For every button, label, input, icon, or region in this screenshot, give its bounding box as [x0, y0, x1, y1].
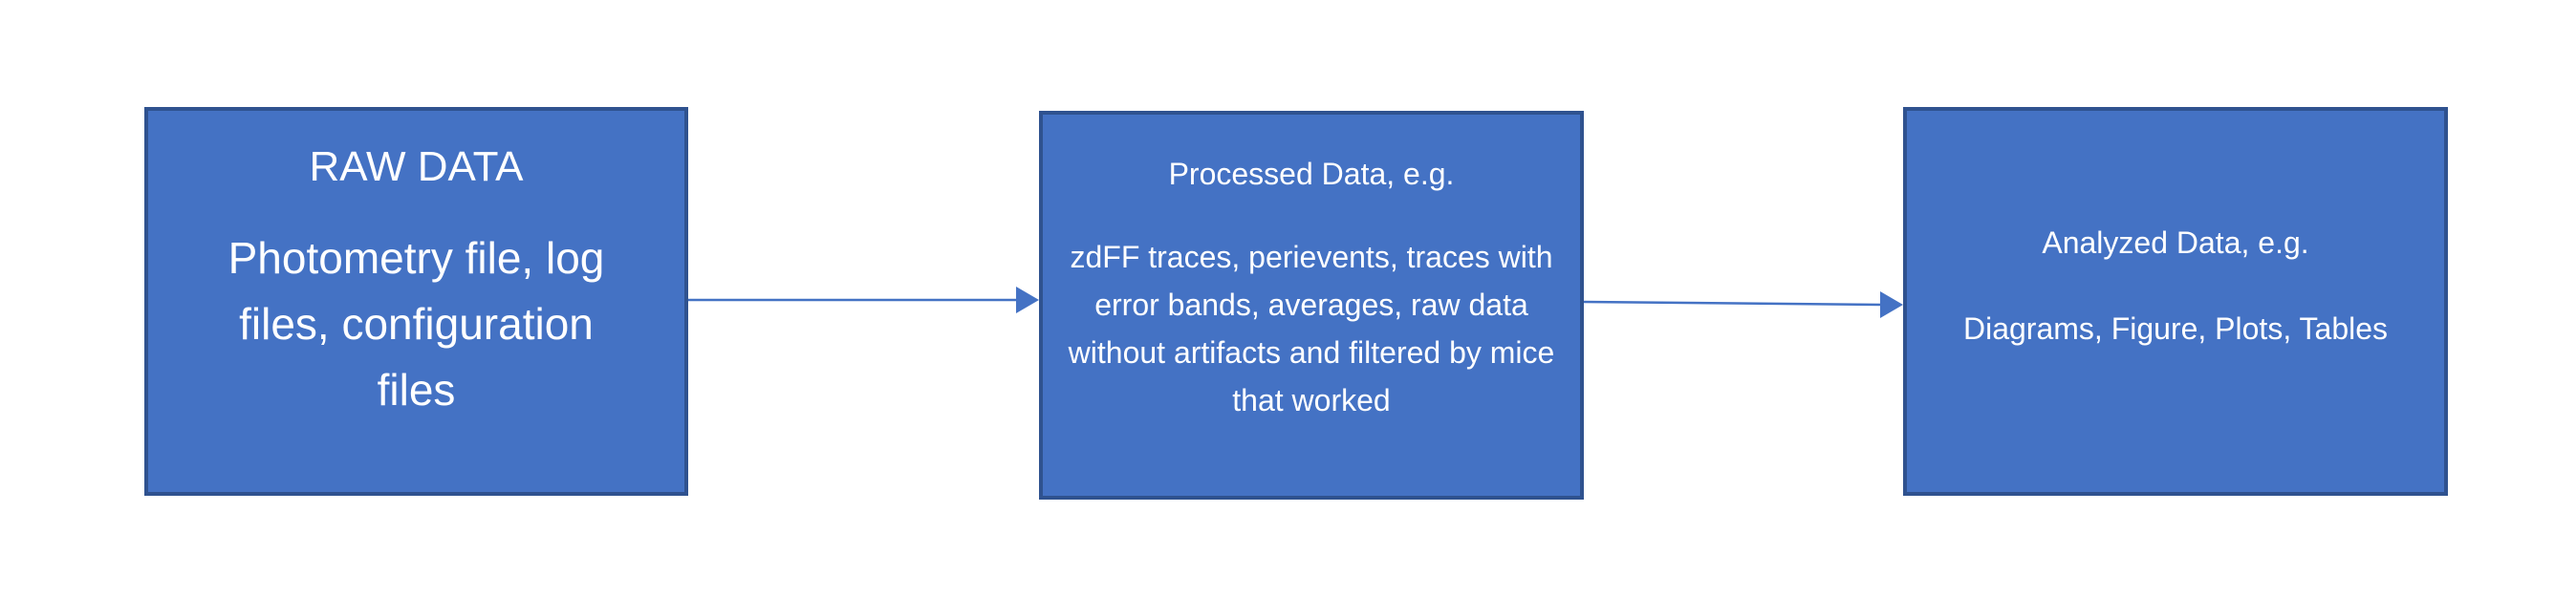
node-analyzed-data-body: Diagrams, Figure, Plots, Tables — [1962, 311, 2389, 346]
node-processed-data: Processed Data, e.g. zdFF traces, periev… — [1039, 111, 1584, 500]
arrow-processed-to-analyzed — [1583, 291, 1903, 318]
arrow-raw-to-processed — [688, 287, 1039, 313]
node-raw-data: RAW DATA Photometry file, log files, con… — [144, 107, 688, 496]
node-processed-data-title: Processed Data, e.g. — [1168, 157, 1455, 191]
node-raw-data-title: RAW DATA — [309, 143, 524, 190]
node-processed-data-body: zdFF traces, perievents, traces with err… — [1068, 240, 1555, 417]
node-analyzed-data: Analyzed Data, e.g. Diagrams, Figure, Pl… — [1903, 107, 2448, 496]
node-analyzed-data-title: Analyzed Data, e.g. — [2042, 225, 2309, 260]
node-raw-data-body: Photometry file, log files, configuratio… — [227, 233, 605, 415]
